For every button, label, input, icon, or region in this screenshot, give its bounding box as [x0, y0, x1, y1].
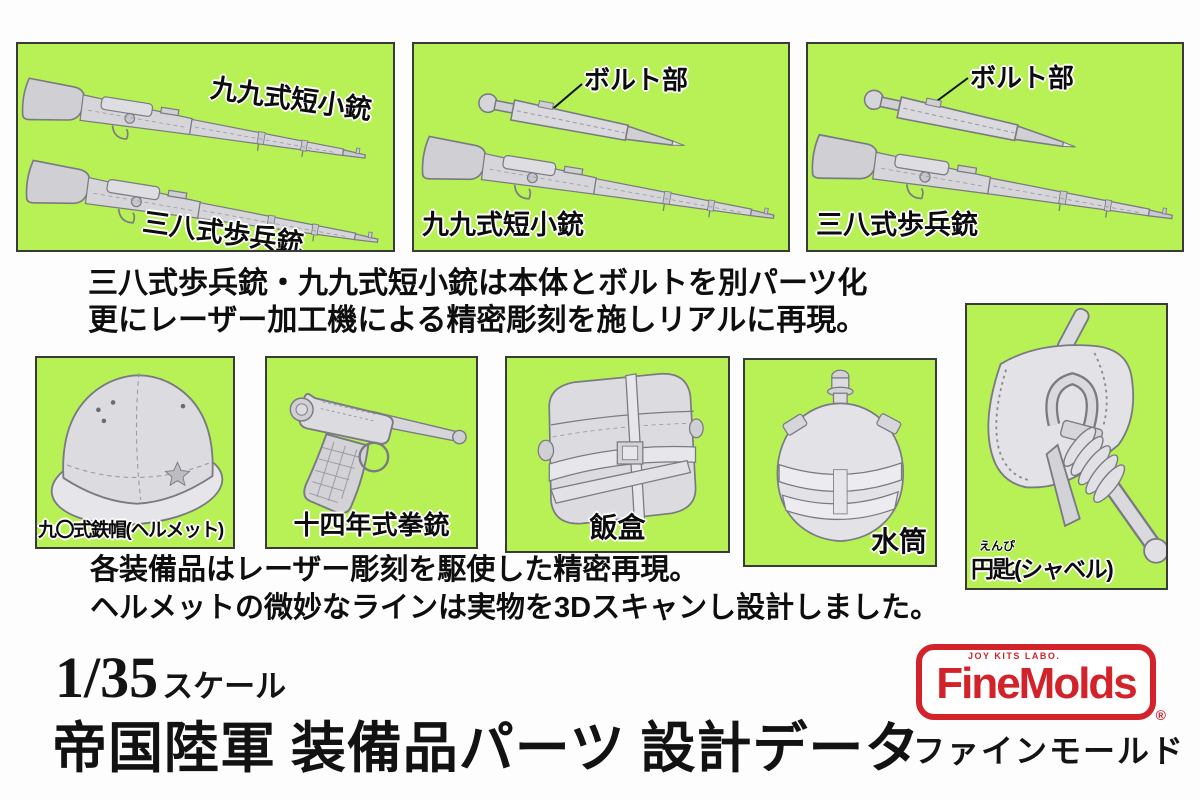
- note-rifle-parts-line2: 更にレーザー加工機による精密彫刻を施しリアルに再現。: [88, 304, 867, 337]
- panel-rifle-pair: 九九式短小銃 三八式歩兵銃: [16, 42, 395, 252]
- label-shovel: 円匙(シャベル): [971, 556, 1114, 582]
- furigana-enpi: えんぴ: [979, 539, 1016, 553]
- type99-bolt-illustration-group: [418, 83, 779, 239]
- callout-bolt-part: ボルト部: [584, 65, 689, 95]
- panel-type99-bolt: ボルト部 九九式短小銃: [412, 42, 790, 252]
- type99-bolt-illustration: [475, 88, 689, 155]
- type38-bolt-illustration-group: [808, 77, 1177, 239]
- note-rifle-parts: 三八式歩兵銃・九九式短小銃は本体とボルトを別パーツ化 更にレーザー加工機による精…: [88, 265, 867, 339]
- registered-trademark-mark: ®: [1155, 707, 1166, 723]
- note-equipment-line2: ヘルメットの微妙なラインは実物を3Dスキャンし設計しました。: [90, 592, 940, 624]
- note-equipment: 各装備品はレーザー彫刻を駆使した精密再現。 ヘルメットの微妙なラインは実物を3D…: [90, 551, 939, 627]
- panel-shovel: えんぴ 円匙(シャベル): [965, 303, 1168, 590]
- product-title: 帝国陸軍 装備品パーツ 設計データ: [52, 718, 921, 779]
- label-type99-body: 九九式短小銃: [422, 210, 584, 240]
- panel-messtin: 飯盒: [505, 356, 730, 553]
- callout-bolt-part: ボルト部: [970, 63, 1075, 93]
- panel-helmet: 九〇式鉄帽(ヘルメット): [35, 356, 235, 549]
- type38-bolt-illustration: [861, 84, 1080, 156]
- scale-number: 1/35: [55, 645, 159, 710]
- label-helmet: 九〇式鉄帽(ヘルメット): [38, 520, 224, 541]
- panel-type38-bolt: ボルト部 三八式歩兵銃: [806, 42, 1184, 252]
- scale-unit: スケール: [162, 669, 287, 704]
- label-canteen: 水筒: [870, 526, 927, 557]
- label-pistol: 十四年式拳銃: [293, 510, 450, 540]
- logo-tagline: JOY KITS LABO.: [968, 651, 1061, 661]
- panel-pistol: 十四年式拳銃: [265, 356, 478, 549]
- label-messtin: 飯盒: [589, 512, 646, 543]
- panel-canteen: 水筒: [743, 358, 937, 567]
- label-type38-body: 三八式歩兵銃: [816, 210, 978, 240]
- finemolds-logo: JOY KITS LABO. FineMolds ®: [916, 644, 1166, 723]
- note-equipment-line1: 各装備品はレーザー彫刻を駆使した精密再現。: [90, 554, 699, 586]
- note-rifle-parts-line1: 三八式歩兵銃・九九式短小銃は本体とボルトを別パーツ化: [88, 267, 868, 300]
- logo-kana: ファインモールド: [913, 733, 1186, 769]
- logo-wordmark: FineMolds: [936, 659, 1138, 708]
